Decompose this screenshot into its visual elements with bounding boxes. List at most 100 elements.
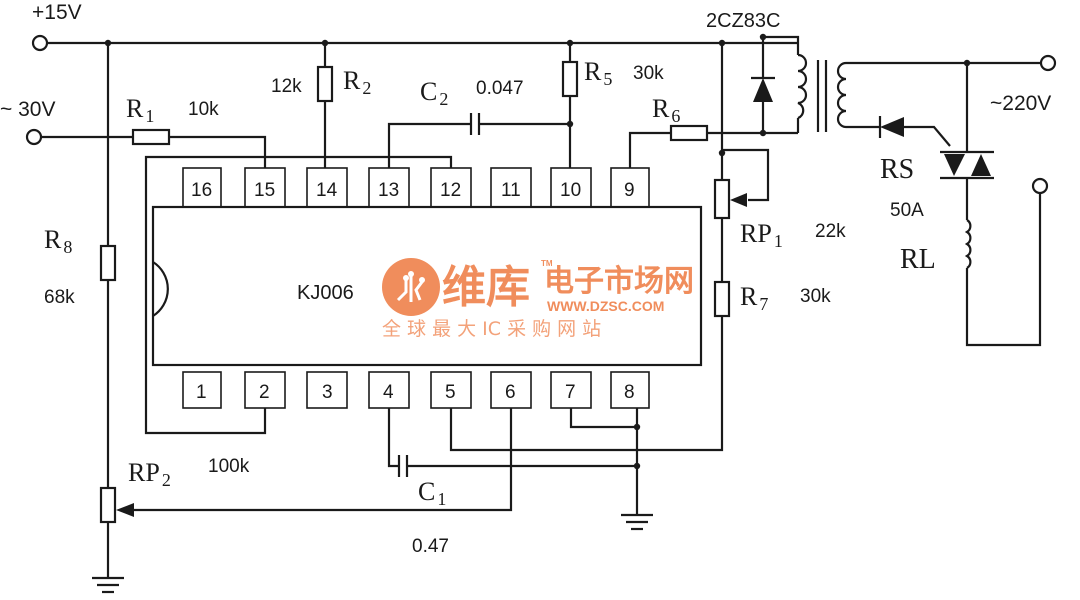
rs-triac-right [971, 154, 991, 176]
v30-label: ~ 30V [0, 98, 55, 121]
c1-wire-left [387, 408, 398, 468]
watermark-logo: 维库 TM 电子市场网 WWW.DZSC.COM 全 球 最 大 IC 采 购 … [382, 258, 694, 340]
pin-1-label: 1 [196, 382, 207, 403]
junction-dot [759, 129, 767, 137]
junction-dot [633, 462, 641, 470]
pin-3-box [306, 371, 348, 409]
r2-value: 12k [271, 76, 302, 97]
gate-wire [904, 125, 951, 147]
diode-2cz83c-label: 2CZ83C [706, 10, 780, 32]
rp1-wiper-loop [722, 148, 770, 202]
pin-10-label: 10 [560, 180, 581, 201]
r7-wire-bottom [449, 316, 724, 452]
r5-resistor [561, 60, 579, 98]
watermark-site: 电子市场网 [544, 264, 694, 299]
v15-terminal [31, 34, 49, 52]
pin-16-label: 16 [191, 180, 212, 201]
rp1-value: 22k [815, 221, 846, 242]
pin-14-label: 14 [316, 180, 338, 201]
v15-label: +15V [32, 1, 82, 24]
pin-7-label: 7 [565, 382, 576, 403]
v30-terminal [25, 128, 43, 146]
watermark-slogan: 全 球 最 大 IC 采 购 网 站 [382, 318, 601, 340]
watermark-node-icon [403, 275, 409, 281]
watermark-tm: TM [541, 259, 553, 268]
pin-3-label: 3 [322, 382, 333, 403]
pin-4-label: 4 [383, 382, 394, 403]
r7-resistor [713, 280, 731, 318]
rp1-wiper-arrow [730, 193, 747, 207]
pin-11-box [490, 167, 532, 208]
watermark-circuit-icon [396, 276, 424, 302]
pin-2-label: 2 [259, 382, 270, 403]
gate-diode-symbol [880, 117, 904, 137]
watermark-node-icon [408, 271, 414, 277]
c2-value: 0.047 [476, 78, 524, 99]
v220-terminal [1039, 54, 1057, 72]
r1-resistor [131, 128, 171, 146]
watermark-url: WWW.DZSC.COM [547, 298, 664, 314]
rp2-wiper-wire [134, 408, 513, 512]
r2-resistor [316, 65, 334, 103]
ic-bottom-pins: 1 2 3 4 5 6 7 8 [182, 371, 650, 409]
rl-coil [964, 219, 972, 269]
ground-symbol-right [621, 513, 653, 531]
pin-9-label: 9 [624, 180, 635, 201]
diode-2cz83c-symbol [753, 78, 773, 102]
secondary-wire [846, 61, 967, 129]
watermark-brand: 维库 [442, 262, 530, 313]
pin-8-box [610, 371, 650, 409]
r8-value: 68k [44, 287, 75, 308]
rl-label: RL [900, 244, 936, 275]
junction-dot [633, 423, 641, 431]
pin-8-label: 8 [624, 382, 635, 403]
r6-wire-left [628, 131, 671, 168]
pin-11-label: 11 [501, 180, 521, 201]
pin-6-label: 6 [505, 382, 516, 403]
r1-value: 10k [188, 99, 219, 120]
r6-resistor [669, 124, 709, 142]
r5-value: 30k [633, 63, 664, 84]
ic-top-pins: 16 15 14 13 12 11 10 9 [182, 167, 650, 208]
rl-terminal [1031, 177, 1049, 195]
r7-value: 30k [800, 286, 831, 307]
ic-label: KJ006 [297, 282, 354, 304]
pin-16-box [182, 167, 222, 208]
rs-value: 50A [890, 200, 924, 221]
primary-wire [763, 35, 800, 133]
ground-symbol-left [92, 576, 124, 594]
c1-value: 0.47 [412, 536, 449, 557]
rs-triac-left [944, 154, 965, 176]
ic-notch [152, 261, 169, 317]
rp2-value: 100k [208, 456, 250, 477]
watermark-node-icon [419, 277, 425, 283]
rp2-wiper-arrow [116, 503, 134, 517]
transformer-secondary-coil [836, 61, 847, 129]
rl-wire-bottom [965, 193, 1042, 347]
rp2-potentiometer [99, 486, 117, 524]
loop-wire-pin12 [144, 155, 453, 435]
r1-wire [169, 135, 267, 168]
junction-dot [718, 149, 726, 157]
transformer-primary-coil [797, 53, 808, 120]
pin-13-label: 13 [378, 180, 399, 201]
pin7-ground-wire [569, 408, 637, 429]
rp1-potentiometer [713, 178, 731, 220]
ic-body [151, 205, 703, 367]
v220-label: ~220V [990, 92, 1051, 115]
pin-1-box [182, 371, 222, 409]
rs-label: RS [880, 154, 914, 185]
pin-15-label: 15 [254, 180, 275, 201]
